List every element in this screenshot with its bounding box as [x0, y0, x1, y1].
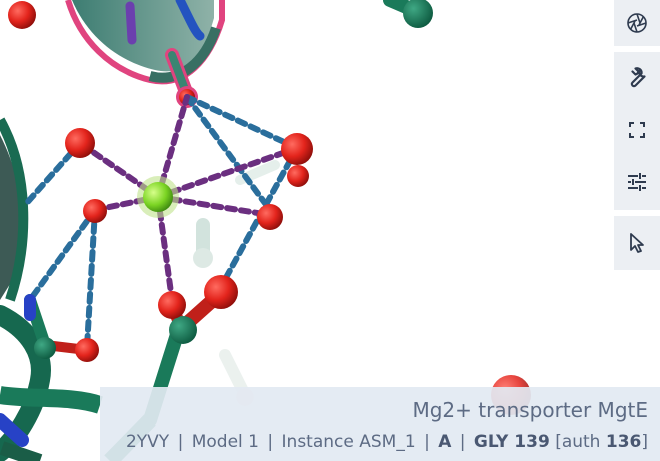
protein-cartoon-left [0, 117, 103, 461]
toolbar-middle [614, 52, 660, 210]
residue-top-right [383, 0, 433, 28]
camera-aperture-icon [626, 12, 648, 34]
fullscreen-button[interactable] [614, 104, 660, 156]
highlighted-residue-top [65, 0, 225, 108]
toolbar-top [614, 0, 660, 46]
toolbar-bottom [614, 216, 660, 270]
auth-number: 136 [605, 432, 642, 452]
structure-info-panel: Mg2+ transporter MgtE 2YVY | Model 1 | I… [100, 387, 660, 461]
fullscreen-icon [628, 121, 646, 139]
structure-title: Mg2+ transporter MgtE [412, 398, 648, 422]
separator: | [459, 432, 466, 452]
screenshot-button[interactable] [614, 0, 660, 46]
settings-button[interactable] [614, 52, 660, 104]
selection-mode-button[interactable] [614, 216, 660, 270]
oxygen-atom[interactable] [8, 1, 36, 29]
oxygen-atoms [65, 128, 313, 362]
residue-info-line: 2YVY | Model 1 | Instance ASM_1 | A | GL… [100, 431, 648, 453]
magnesium-ion[interactable] [137, 176, 179, 218]
separator: | [267, 432, 274, 452]
instance-label: Instance ASM_1 [281, 432, 416, 452]
residue-label: GLY 139 [473, 432, 550, 452]
separator: | [424, 432, 430, 452]
chain-label: A [438, 432, 452, 452]
separator: | [177, 432, 184, 452]
controls-button[interactable] [614, 156, 660, 208]
model-label: Model 1 [191, 432, 259, 452]
sliders-icon [626, 171, 648, 193]
cursor-arrow-icon [627, 232, 647, 254]
auth-suffix: ] [641, 432, 648, 452]
entry-id: 2YVY [125, 432, 170, 452]
wrench-icon [625, 66, 649, 90]
auth-prefix: [auth [555, 432, 601, 452]
